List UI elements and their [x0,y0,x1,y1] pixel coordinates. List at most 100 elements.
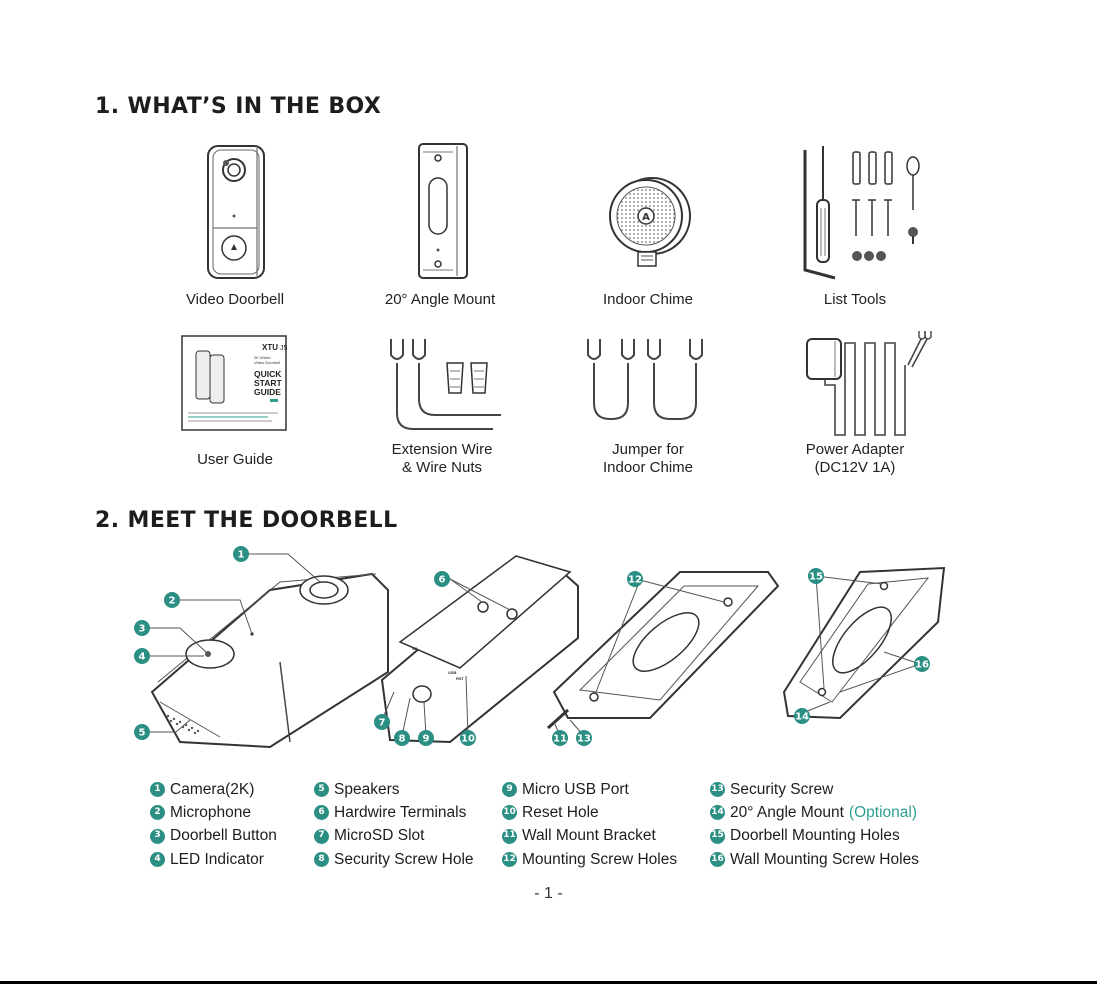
extension-wire-illustration [390,339,501,430]
power-adapter-illustration [806,331,932,436]
section-title-meet-the-doorbell: 2. MEET THE DOORBELL [95,508,398,533]
box-item-angle-mount: 20° Angle Mount [345,140,535,309]
callout-1: 1 [233,546,249,562]
doorbell-front-view [150,572,389,749]
box-item-label-line1: Jumper for [612,441,684,458]
guide-subtitle-1: 2K Wired [254,355,270,360]
callout-5: 5 [134,724,150,740]
board-label-usb: USB [448,670,457,675]
callout-12: 12 [627,571,643,587]
page-number: - 1 - [534,885,563,902]
callout-4: 4 [134,648,150,664]
box-item-label: List Tools [823,291,887,308]
box-item-list-tools: List Tools [760,140,950,309]
board-label-reset: RST [456,676,465,681]
svg-text:11: 11 [553,734,567,745]
optional-note: (Optional) [848,804,917,822]
box-item-label: Video Doorbell [185,291,285,308]
callout-10: 10 [460,730,476,746]
svg-text:4: 4 [139,652,146,663]
guide-line-quick: QUICK [254,369,282,379]
doorbell-back-view: SD USB RST [380,555,579,744]
callout-2: 2 [164,592,180,608]
svg-text:7: 7 [379,718,386,729]
box-item-label: User Guide [197,451,273,468]
chime-logo: A [642,212,650,223]
tools-illustration [803,146,920,280]
guide-line-guide: GUIDE [254,387,281,397]
callout-8: 8 [394,730,410,746]
angle-mount-illustration [418,143,468,279]
user-guide-illustration: XTU J5 2K Wired Video Doorbell QUICK STA… [181,335,288,431]
callout-14: 14 [794,708,810,724]
box-item-label-line1: Extension Wire [391,441,493,458]
callout-7: 7 [374,714,390,730]
box-item-video-doorbell: Video Doorbell [140,140,330,309]
box-item-label: 20° Angle Mount [384,291,496,308]
box-item-jumper: Jumper for Indoor Chime [553,333,743,477]
guide-subtitle-2: Video Doorbell [254,360,280,365]
callout-3: 3 [134,620,150,636]
callout-16: 16 [914,656,930,672]
svg-text:8: 8 [399,734,406,745]
doorbell-parts-diagram: SD USB RST [134,546,946,749]
angle-mount-view [782,566,946,720]
bottom-border [0,981,1097,984]
callout-11: 11 [552,730,568,746]
guide-line-start: START [254,378,283,388]
svg-text:6: 6 [439,575,446,586]
box-item-user-guide: XTU J5 2K Wired Video Doorbell QUICK STA… [140,333,330,469]
callout-15: 15 [808,568,824,584]
callout-13: 13 [576,730,592,746]
svg-text:15: 15 [809,572,823,583]
callout-9: 9 [418,730,434,746]
callout-markers: 1 2 3 4 5 6 7 8 9 10 11 12 13 14 15 16 [134,546,930,746]
box-item-label: Indoor Chime [602,291,694,308]
svg-text:1: 1 [238,550,245,561]
board-label-sd: SD [412,646,418,651]
wall-mount-bracket-view [546,571,780,730]
box-item-label-line2: (DC12V 1A) [814,459,896,476]
svg-text:5: 5 [139,728,146,739]
box-item-power-adapter: Power Adapter (DC12V 1A) [760,325,950,477]
box-item-label-line1: Power Adapter [805,441,905,458]
svg-text:14: 14 [795,712,809,723]
svg-text:10: 10 [461,734,475,745]
svg-text:2: 2 [169,596,176,607]
section-title-whats-in-the-box: 1. WHAT’S IN THE BOX [95,94,382,119]
jumper-illustration [587,339,703,420]
box-item-extension-wire: Extension Wire & Wire Nuts [347,333,537,477]
svg-text:13: 13 [577,734,591,745]
svg-text:12: 12 [628,575,642,586]
guide-model: J5 [280,345,288,352]
callout-6: 6 [434,571,450,587]
indoor-chime-illustration: A [609,177,691,267]
svg-text:9: 9 [423,734,430,745]
box-item-indoor-chime: A Indoor Chime [553,140,743,309]
video-doorbell-illustration [207,145,265,279]
box-item-label-line2: Indoor Chime [602,459,694,476]
svg-text:3: 3 [139,624,146,635]
guide-brand: XTU [262,343,278,352]
box-item-label-line2: & Wire Nuts [401,459,482,476]
